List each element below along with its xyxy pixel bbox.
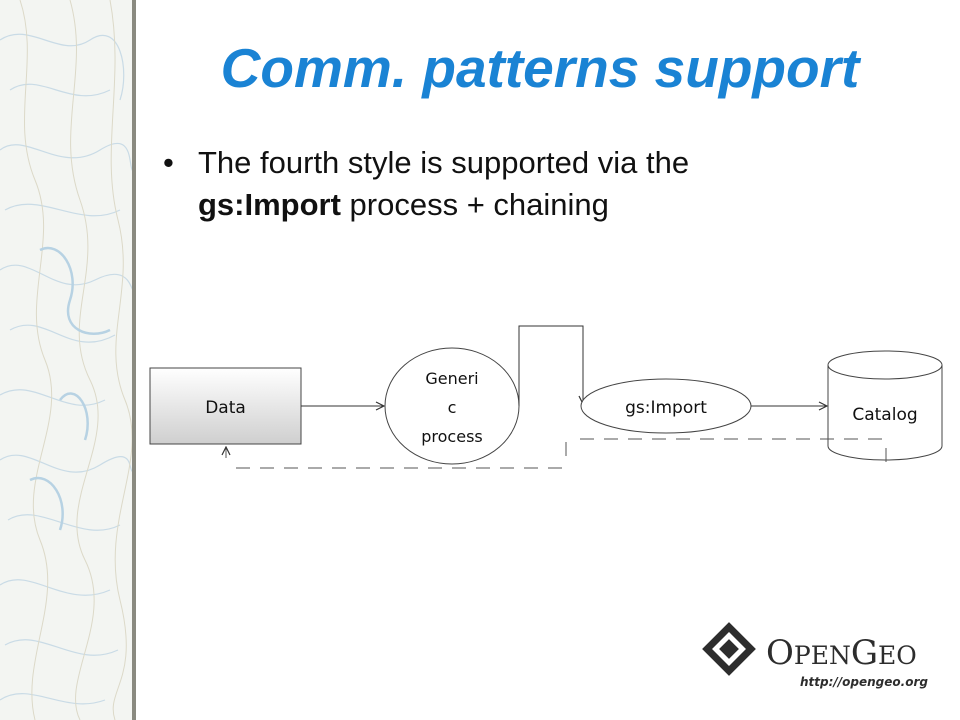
bullet-marker: • [163,145,174,180]
logo-rest-eo: EO [878,641,917,670]
arrow-chain-generic-to-import [518,325,583,406]
gs-import-node: gs:Import [580,378,752,434]
slide-title: Comm. patterns support [220,37,860,99]
opengeo-url: http://opengeo.org [800,675,928,689]
opengeo-wordmark: OPENGEO [766,633,917,673]
gs-import-label: gs:Import [625,398,707,418]
bullet-text-post: process + chaining [340,187,609,222]
logo-cap-g: G [851,633,878,673]
catalog-node: Catalog [827,350,943,461]
generic-process-label-line3: process [421,427,482,446]
logo-rest-pen: PEN [794,641,851,670]
logo-cap-o: O [766,633,794,673]
bullet-text-pre: The fourth style is supported via the [198,145,690,180]
opengeo-logo: OPENGEO http://opengeo.org [702,622,928,689]
data-node-label: Data [205,398,246,418]
opengeo-diamond-icon [702,622,756,676]
topographic-map-strip [0,0,136,720]
generic-process-label-line2: c [448,398,457,417]
generic-process-label-line1: Generi [425,369,478,388]
data-node: Data [149,367,302,445]
bullet-text: The fourth style is supported via the gs… [198,142,808,226]
dashed-return-path [226,438,887,469]
catalog-label: Catalog [852,405,917,425]
bullet-text-bold: gs:Import [198,187,341,222]
generic-process-node: Generi c process [384,347,520,465]
